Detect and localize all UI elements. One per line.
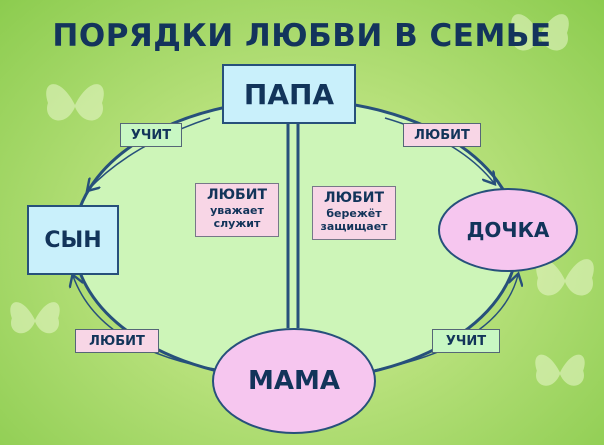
node-mama: МАМА — [212, 328, 376, 434]
butterfly-icon — [536, 259, 594, 296]
label-mama-syn: ЛЮБИТ — [75, 329, 159, 353]
arrow-papa-to-syn — [88, 117, 211, 190]
butterfly-icon — [10, 302, 60, 334]
label-papa-syn: УЧИТ — [120, 123, 182, 147]
label-mama-dochka: УЧИТ — [432, 329, 500, 353]
note-mama-line1: бережёт — [326, 207, 382, 220]
butterfly-icon — [535, 354, 585, 386]
node-syn: СЫН — [27, 205, 119, 275]
node-dochka: ДОЧКА — [438, 188, 578, 272]
butterfly-icon — [46, 84, 104, 121]
note-mama-to-papa: ЛЮБИТ бережёт защищает — [312, 186, 396, 240]
note-papa-line2: служит — [213, 217, 261, 230]
diagram-title: ПОРЯДКИ ЛЮБВИ В СЕМЬЕ — [52, 18, 552, 54]
butterfly-icon — [511, 14, 569, 51]
note-papa-to-mama: ЛЮБИТ уважает служит — [195, 183, 279, 237]
label-papa-dochka: ЛЮБИТ — [403, 123, 481, 147]
note-mama-line2: защищает — [320, 220, 388, 233]
node-papa: ПАПА — [222, 64, 356, 124]
note-papa-main: ЛЮБИТ — [207, 187, 267, 203]
note-papa-line1: уважает — [210, 204, 264, 217]
note-mama-main: ЛЮБИТ — [324, 190, 384, 206]
